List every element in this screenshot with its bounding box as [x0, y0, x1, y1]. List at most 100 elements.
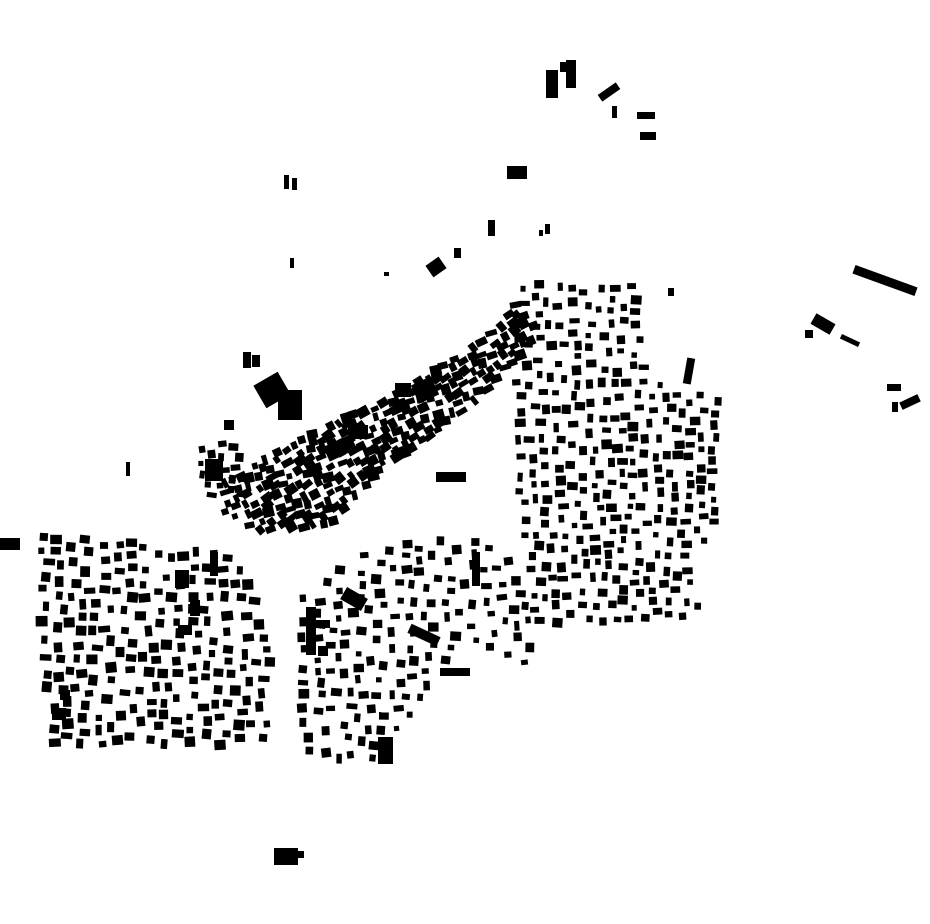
- building: [567, 329, 578, 337]
- building: [531, 323, 541, 330]
- building: [80, 566, 91, 578]
- building: [52, 708, 66, 720]
- building: [203, 716, 213, 726]
- building: [601, 427, 612, 434]
- building: [449, 354, 460, 364]
- building: [134, 611, 147, 621]
- building: [507, 348, 517, 358]
- building: [52, 621, 63, 633]
- building: [42, 601, 50, 612]
- building: [234, 452, 244, 462]
- building: [346, 475, 360, 489]
- building: [602, 489, 612, 499]
- building: [440, 655, 451, 665]
- building: [305, 746, 314, 755]
- building: [307, 519, 317, 530]
- building: [50, 534, 62, 545]
- building: [632, 569, 640, 576]
- building: [439, 382, 452, 396]
- building: [276, 516, 291, 530]
- building: [368, 424, 378, 434]
- building: [184, 736, 196, 748]
- building: [41, 680, 53, 693]
- building: [139, 581, 147, 589]
- building: [319, 519, 329, 529]
- building: [530, 403, 541, 410]
- building: [297, 679, 309, 686]
- building: [260, 498, 275, 512]
- building: [301, 468, 316, 479]
- building: [436, 472, 466, 482]
- building: [586, 398, 595, 408]
- building: [635, 588, 645, 597]
- building: [585, 333, 591, 339]
- building: [466, 350, 479, 361]
- building: [87, 674, 99, 686]
- building: [378, 441, 392, 454]
- building: [693, 526, 701, 534]
- building: [353, 713, 361, 723]
- building: [455, 406, 468, 418]
- building: [528, 552, 537, 561]
- building: [557, 282, 563, 291]
- building: [539, 447, 549, 455]
- building: [210, 552, 218, 576]
- building: [423, 430, 437, 443]
- building: [682, 357, 696, 385]
- building: [324, 420, 337, 433]
- building: [198, 460, 204, 467]
- building: [492, 359, 503, 371]
- building: [542, 495, 553, 504]
- building: [192, 546, 200, 557]
- building: [657, 487, 665, 498]
- building: [628, 492, 636, 500]
- building: [286, 512, 298, 524]
- building: [75, 738, 84, 749]
- building: [448, 406, 456, 419]
- building: [425, 256, 447, 278]
- building: [569, 318, 580, 324]
- building: [315, 452, 327, 462]
- buildings-layer: [0, 60, 921, 865]
- building: [708, 456, 716, 465]
- building: [265, 464, 275, 474]
- building: [655, 476, 665, 484]
- building: [67, 592, 75, 602]
- building: [678, 612, 687, 621]
- building: [502, 617, 509, 625]
- building: [551, 446, 559, 455]
- building: [668, 288, 674, 296]
- building: [517, 408, 526, 417]
- building: [114, 567, 126, 575]
- building: [263, 646, 271, 653]
- building: [576, 535, 584, 545]
- building: [278, 390, 302, 420]
- building: [568, 284, 577, 292]
- building: [242, 471, 256, 484]
- building: [120, 626, 130, 635]
- building: [635, 540, 642, 550]
- building: [358, 455, 372, 468]
- building: [678, 408, 686, 418]
- building: [612, 106, 617, 118]
- building: [366, 704, 376, 714]
- building: [513, 620, 520, 631]
- building: [168, 553, 175, 562]
- building: [434, 399, 444, 407]
- building: [571, 522, 578, 529]
- building: [164, 682, 173, 692]
- building: [217, 565, 229, 573]
- building: [339, 411, 353, 425]
- building: [95, 724, 102, 736]
- building: [346, 470, 355, 480]
- building: [65, 666, 75, 676]
- building: [230, 500, 242, 511]
- building: [191, 691, 199, 699]
- building: [484, 328, 498, 338]
- building: [322, 577, 332, 587]
- building: [685, 427, 697, 436]
- building: [548, 574, 557, 581]
- building: [631, 528, 640, 534]
- building: [495, 320, 508, 333]
